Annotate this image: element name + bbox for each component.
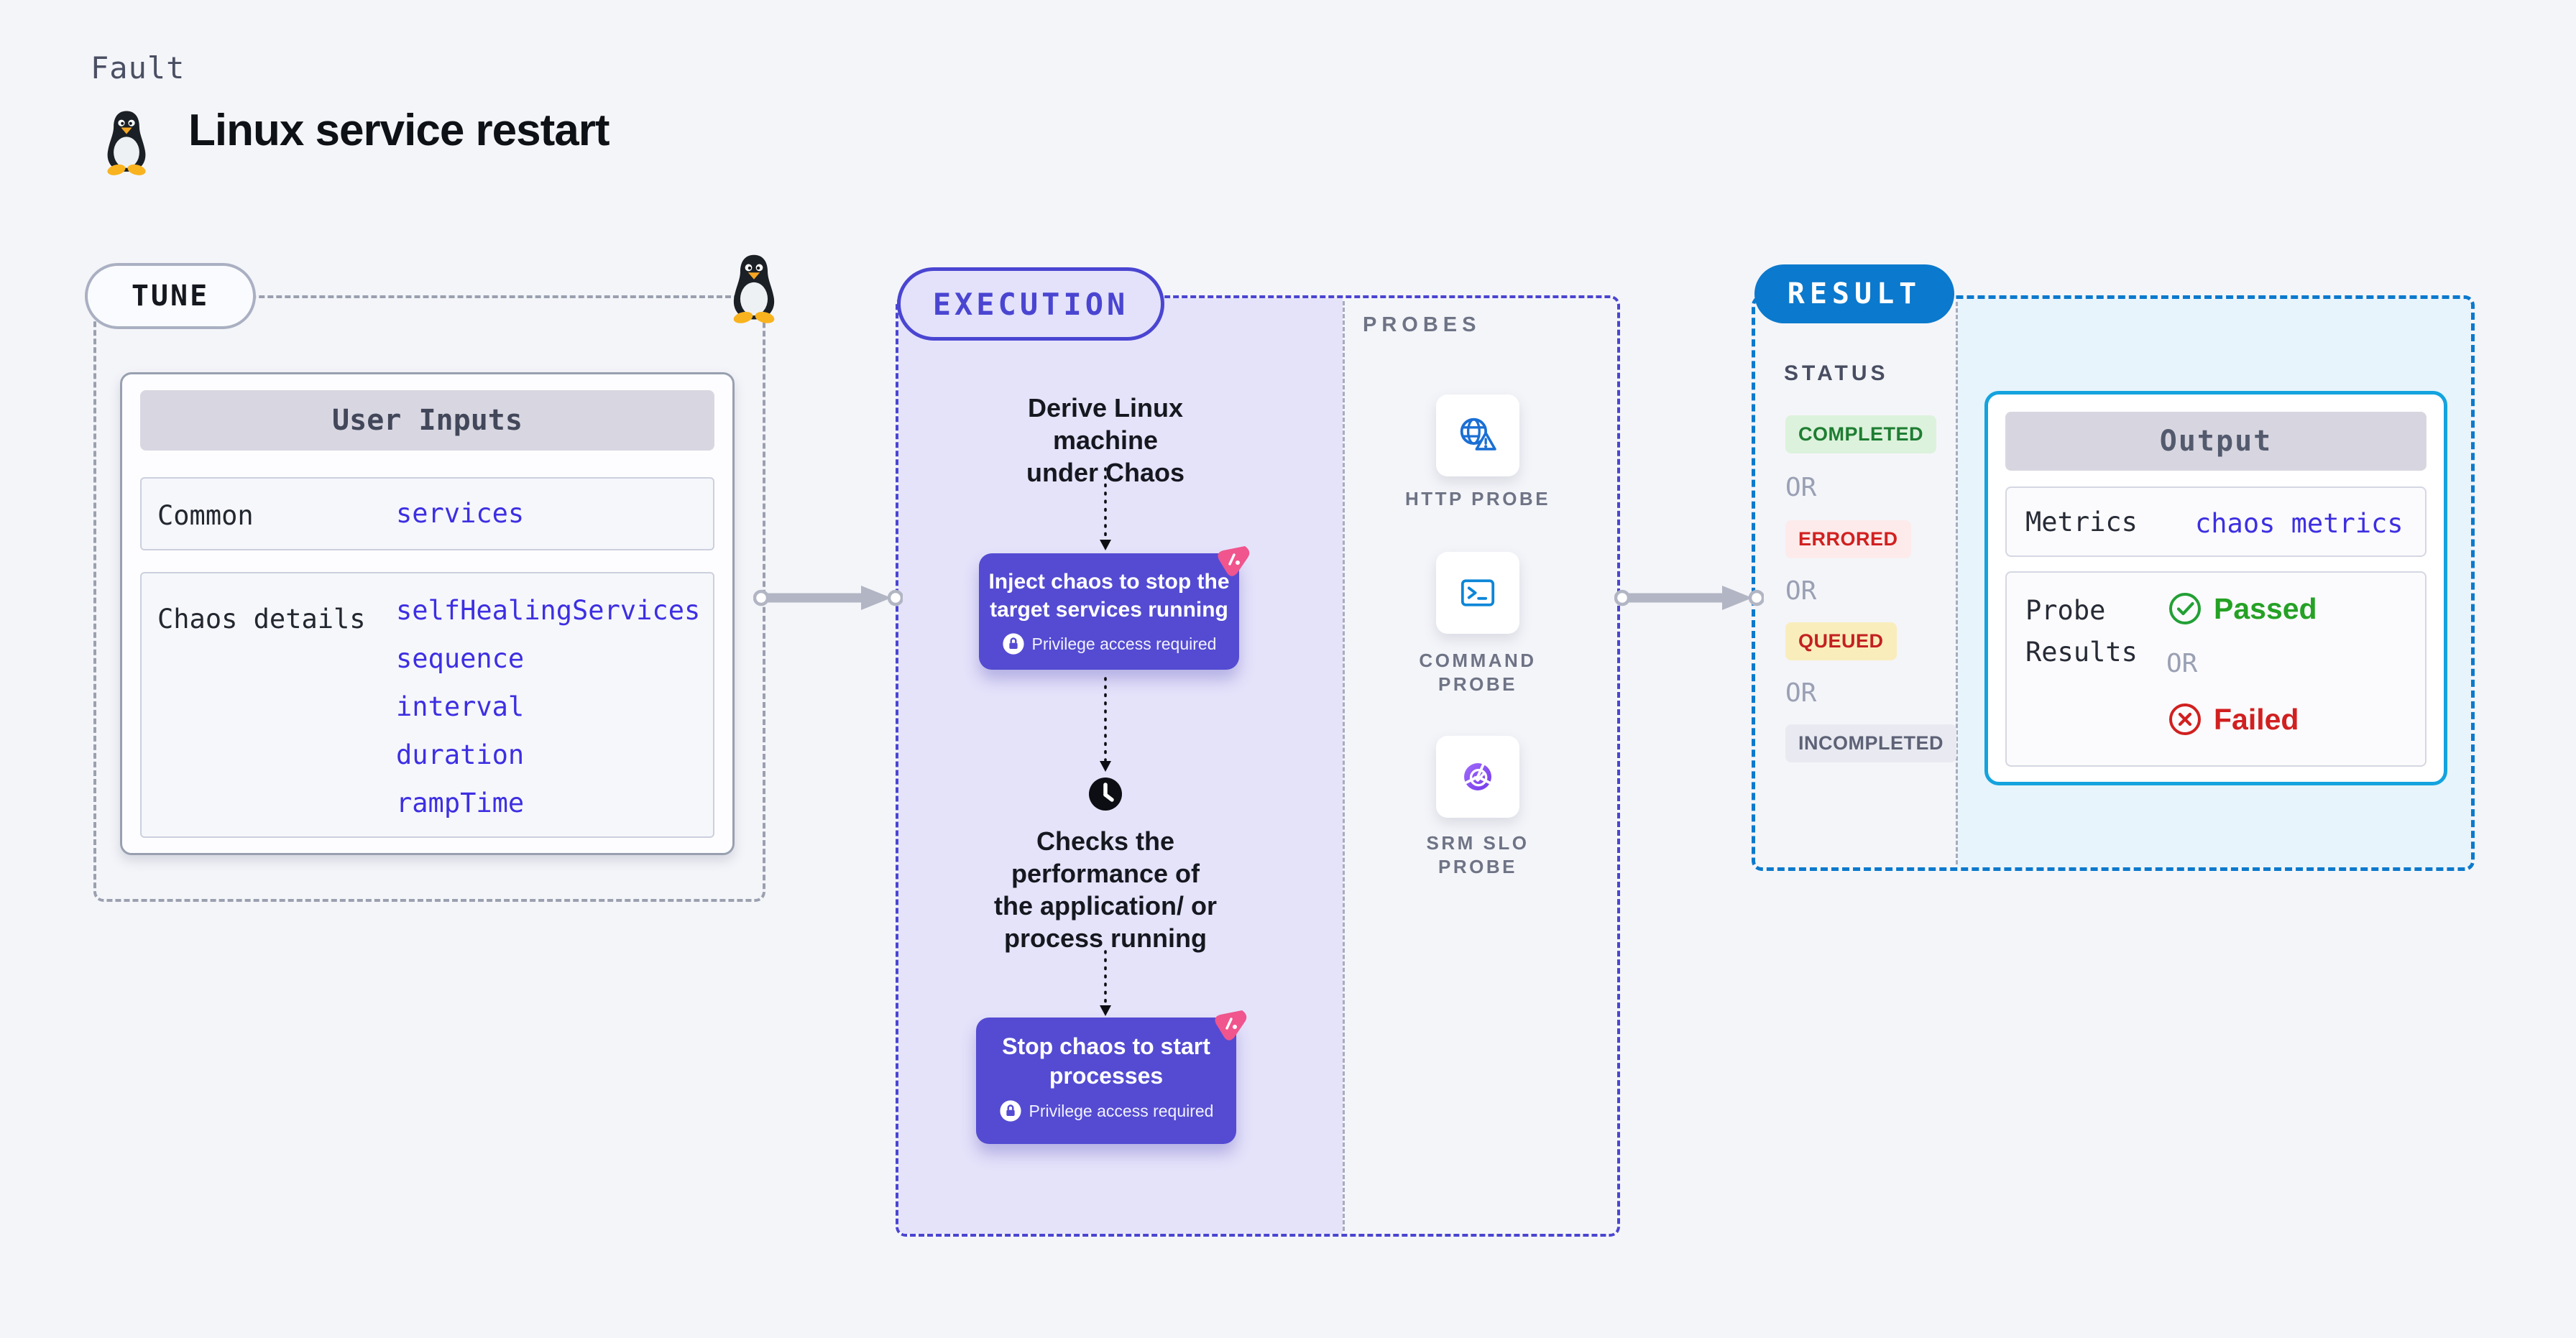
slo-donut-check-icon	[1457, 756, 1499, 798]
row-links: services	[396, 489, 524, 537]
srm-slo-probe-card	[1436, 736, 1519, 818]
user-inputs-row-common: Common services	[140, 477, 714, 550]
globe-alert-icon	[1457, 415, 1499, 456]
tune-section-pill: TUNE	[85, 263, 256, 329]
chaos-hub-icon	[1209, 1005, 1249, 1045]
status-column-title: STATUS	[1784, 361, 1889, 385]
status-badge-queued: QUEUED	[1785, 622, 1897, 660]
result-status-divider	[1956, 302, 1958, 864]
row-label: Common	[157, 500, 254, 531]
probes-section-label: PROBES	[1363, 313, 1481, 336]
status-badge-completed: COMPLETED	[1785, 415, 1937, 453]
execution-probes-divider	[1343, 301, 1345, 1231]
stop-chaos-card: Stop chaos to start processes Privilege …	[976, 1010, 1247, 1144]
privilege-note: Privilege access required	[976, 1099, 1236, 1122]
srm-slo-probe-label: SRM SLO PROBE	[1426, 832, 1530, 877]
execution-section-pill: EXECUTION	[897, 267, 1164, 341]
http-probe-card	[1436, 395, 1519, 476]
inject-chaos-card: Inject chaos to stop the target services…	[979, 546, 1250, 670]
row-links: selfHealingServices sequence interval du…	[396, 586, 700, 827]
link-selfHealingServices[interactable]: selfHealingServices	[396, 595, 701, 626]
clock-icon	[1087, 775, 1124, 813]
terminal-icon	[1457, 572, 1499, 614]
tux-penguin-icon	[724, 253, 783, 323]
probe-results-row: Probe Results Passed OR Failed	[2005, 571, 2426, 767]
lock-icon	[1002, 632, 1025, 655]
checks-step-text: Checks the performance of the applicatio…	[993, 826, 1218, 953]
chaos-hub-icon	[1212, 540, 1252, 581]
user-inputs-header: User Inputs	[140, 390, 714, 451]
lock-icon	[999, 1099, 1022, 1122]
chaos-metrics-link[interactable]: chaos metrics	[2195, 508, 2404, 539]
flow-arrow-down-icon	[1097, 950, 1114, 1016]
page-title: Linux service restart	[188, 106, 610, 155]
arrow-tune-to-execution	[753, 583, 903, 613]
result-section-label: RESULT	[1787, 277, 1922, 310]
status-badge-incompleted: INCOMPLETED	[1785, 724, 1957, 762]
or-separator: OR	[1785, 576, 1817, 606]
derive-step-text: Derive Linux machine under Chaos	[1026, 393, 1185, 487]
execution-section-label: EXECUTION	[932, 286, 1129, 322]
probe-results-label: Probe Results	[2025, 595, 2138, 668]
fault-eyebrow: Fault	[91, 50, 185, 86]
output-card: Output Metrics chaos metrics Probe Resul…	[1984, 391, 2447, 785]
link-duration[interactable]: duration	[396, 739, 525, 770]
check-circle-icon	[2168, 591, 2202, 626]
privilege-note: Privilege access required	[979, 632, 1239, 655]
stop-chaos-title: Stop chaos to start processes	[1002, 1033, 1210, 1089]
output-header: Output	[2005, 412, 2426, 471]
tux-penguin-icon	[98, 109, 155, 175]
row-label: Chaos details	[157, 604, 366, 635]
or-separator: OR	[1785, 678, 1817, 708]
flow-arrow-down-icon	[1097, 467, 1114, 550]
command-probe-card	[1436, 552, 1519, 634]
metrics-row: Metrics chaos metrics	[2005, 486, 2426, 557]
link-sequence[interactable]: sequence	[396, 643, 525, 674]
link-rampTime[interactable]: rampTime	[396, 788, 525, 818]
link-interval[interactable]: interval	[396, 691, 525, 722]
metrics-label: Metrics	[2025, 507, 2138, 537]
user-inputs-row-chaos-details: Chaos details selfHealingServices sequen…	[140, 572, 714, 838]
or-separator: OR	[1785, 473, 1817, 502]
http-probe-label: HTTP PROBE	[1404, 488, 1551, 509]
link-services[interactable]: services	[396, 498, 525, 529]
command-probe-label: COMMAND PROBE	[1419, 650, 1537, 695]
status-badge-errored: ERRORED	[1785, 520, 1911, 558]
or-separator: OR	[2166, 649, 2198, 678]
flow-arrow-down-icon	[1097, 677, 1114, 772]
tune-section-label: TUNE	[131, 280, 210, 313]
result-section-pill: RESULT	[1754, 264, 1954, 323]
user-inputs-card: User Inputs Common services Chaos detail…	[120, 372, 735, 855]
arrow-execution-to-result	[1614, 583, 1764, 613]
inject-chaos-title: Inject chaos to stop the target services…	[988, 570, 1230, 622]
probe-result-failed: Failed	[2168, 702, 2299, 737]
probe-result-passed: Passed	[2168, 591, 2317, 626]
x-circle-icon	[2168, 702, 2202, 737]
